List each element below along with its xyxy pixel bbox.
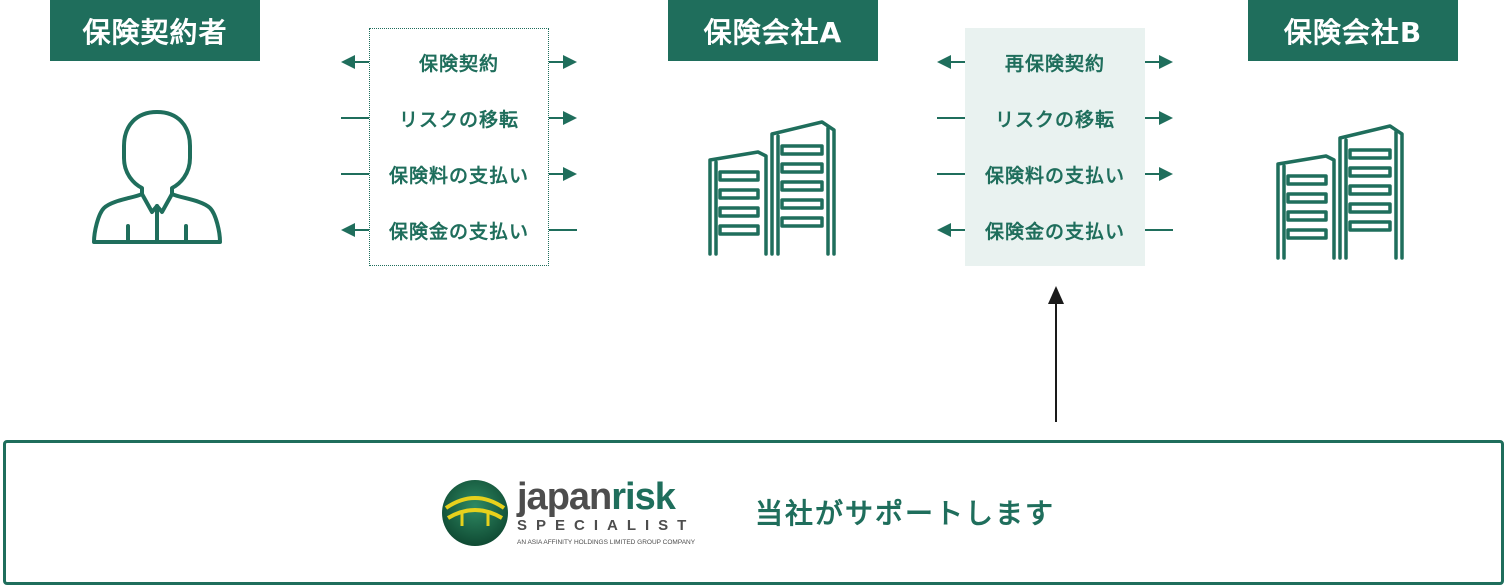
reinsurance-panel-right [965,28,1145,266]
building-icon [1274,124,1408,266]
right-arrow-icon [937,111,1173,125]
company-b-label: 保険会社B [1248,0,1458,61]
both-arrow-icon [937,55,1173,69]
flow-label: 再保険契約 [1004,52,1105,75]
left-arrow-icon [937,223,1173,237]
flow-label: 保険金の支払い [984,220,1125,243]
building-icon [706,120,840,262]
flow-row: リスクの移転 [935,103,1175,133]
logo-tagline: AN ASIA AFFINITY HOLDINGS LIMITED GROUP … [517,539,696,546]
support-arrow-icon [1048,286,1064,422]
flow-row: 保険料の支払い [935,159,1175,189]
flow-label: リスクの移転 [398,108,519,131]
logo-subtitle: SPECIALIST [517,517,696,534]
flow-label: 保険料の支払い [984,164,1125,187]
flow-row: 再保険契約 [935,47,1175,77]
flow-label: 保険料の支払い [388,164,529,187]
both-arrow-icon [341,55,577,69]
support-text: 当社がサポートします [755,497,1056,530]
company-a-label: 保険会社A [668,0,878,61]
left-arrow-icon [341,223,577,237]
flow-label: 保険金の支払い [388,220,529,243]
logo-word-risk: risk [611,476,676,518]
flow-row: 保険金の支払い [935,215,1175,245]
flow-label: 保険契約 [418,52,499,75]
logo-wordmark: japanrisk [517,476,676,518]
person-icon [90,108,224,252]
right-arrow-icon [341,111,577,125]
flow-row: 保険料の支払い [339,159,579,189]
flow-row: 保険契約 [339,47,579,77]
contract-panel-left [369,28,549,266]
right-arrow-icon [937,167,1173,181]
logo-word-japan: japan [517,476,612,518]
right-arrow-icon [341,167,577,181]
flow-row: リスクの移転 [339,103,579,133]
policyholder-label: 保険契約者 [50,0,260,61]
support-box [3,440,1504,585]
flow-label: リスクの移転 [994,108,1115,131]
flow-row: 保険金の支払い [339,215,579,245]
japanrisk-logo-icon [442,480,508,546]
